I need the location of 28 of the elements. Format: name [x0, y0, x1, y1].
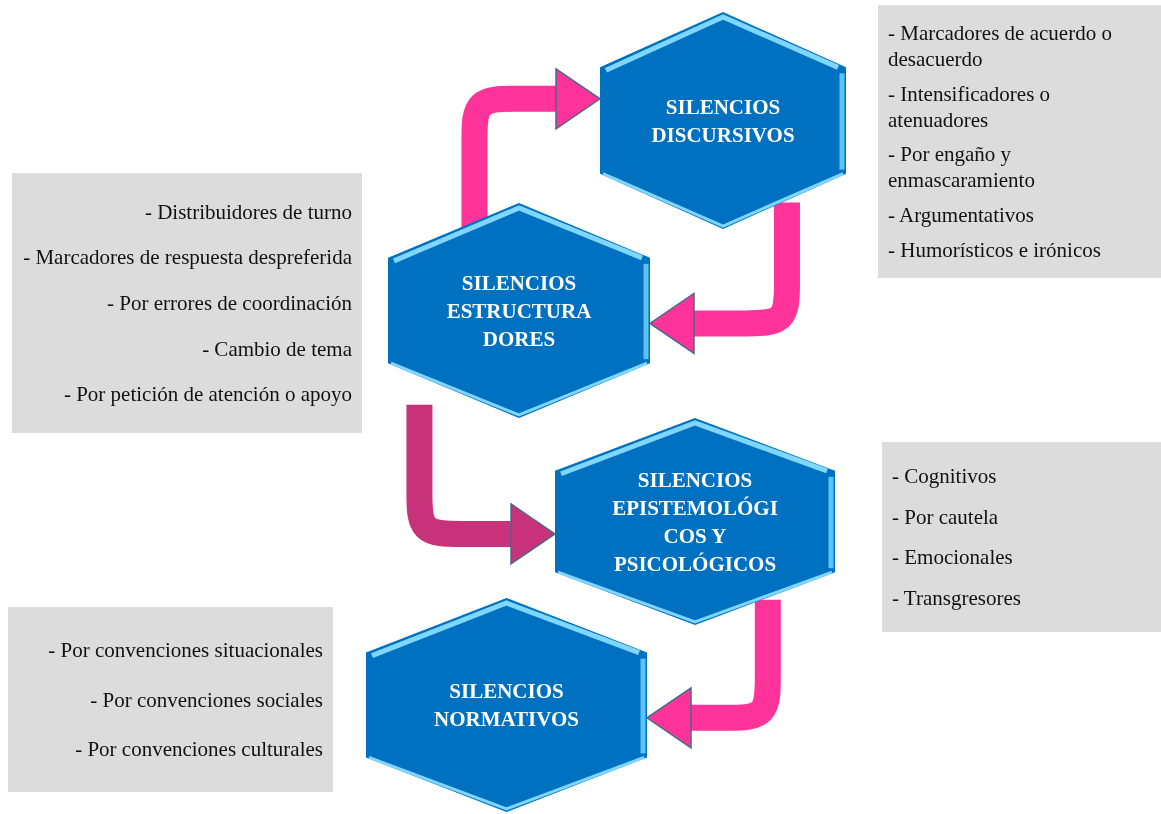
list-item: - Por convenciones culturales	[74, 736, 323, 763]
list-item: - Emocionales	[892, 544, 1014, 571]
list-panel	[878, 5, 1161, 278]
list-item: - Por convenciones sociales	[89, 686, 323, 713]
list-item: - Por errores de coordinación	[106, 289, 352, 316]
list-item: - Marcadores de respuesta despreferida	[22, 244, 352, 271]
hexagon-title: SILENCIOS DISCURSIVOS	[650, 93, 796, 149]
hexagon-title: SILENCIOS ESTRUCTURA DORES	[445, 269, 593, 353]
hexagon-title: SILENCIOS NORMATIVOS	[433, 678, 580, 733]
curved-arrow	[649, 202, 800, 355]
list-panel	[12, 173, 362, 433]
list-panel	[882, 442, 1161, 632]
list-panel	[8, 607, 333, 792]
list-item: - Cognitivos	[892, 462, 998, 489]
list-item: - Transgresores	[892, 585, 1022, 612]
list-item: - Humorísticos e irónicos	[888, 237, 1102, 264]
list-item: - Intensificadores o atenuadores	[888, 80, 1052, 133]
list-item: - Por convenciones situacionales	[47, 636, 323, 663]
list-item: - Por cautela	[892, 503, 1000, 530]
list-item: - Por petición de atención o apoyo	[62, 381, 352, 408]
hexagon-title: SILENCIOS EPISTEMOLÓGI COS Y PSICOLÓGICOS	[611, 466, 779, 578]
list-item: - Distribuidores de turno	[143, 198, 352, 225]
list-item: - Cambio de tema	[201, 335, 352, 362]
list-item: - Por engaño y enmascaramiento	[888, 141, 1036, 194]
list-item: - Marcadores de acuerdo o desacuerdo	[888, 19, 1113, 72]
curved-arrow	[406, 404, 556, 565]
curved-arrow	[646, 599, 781, 749]
list-item: - Argumentativos	[888, 202, 1035, 229]
